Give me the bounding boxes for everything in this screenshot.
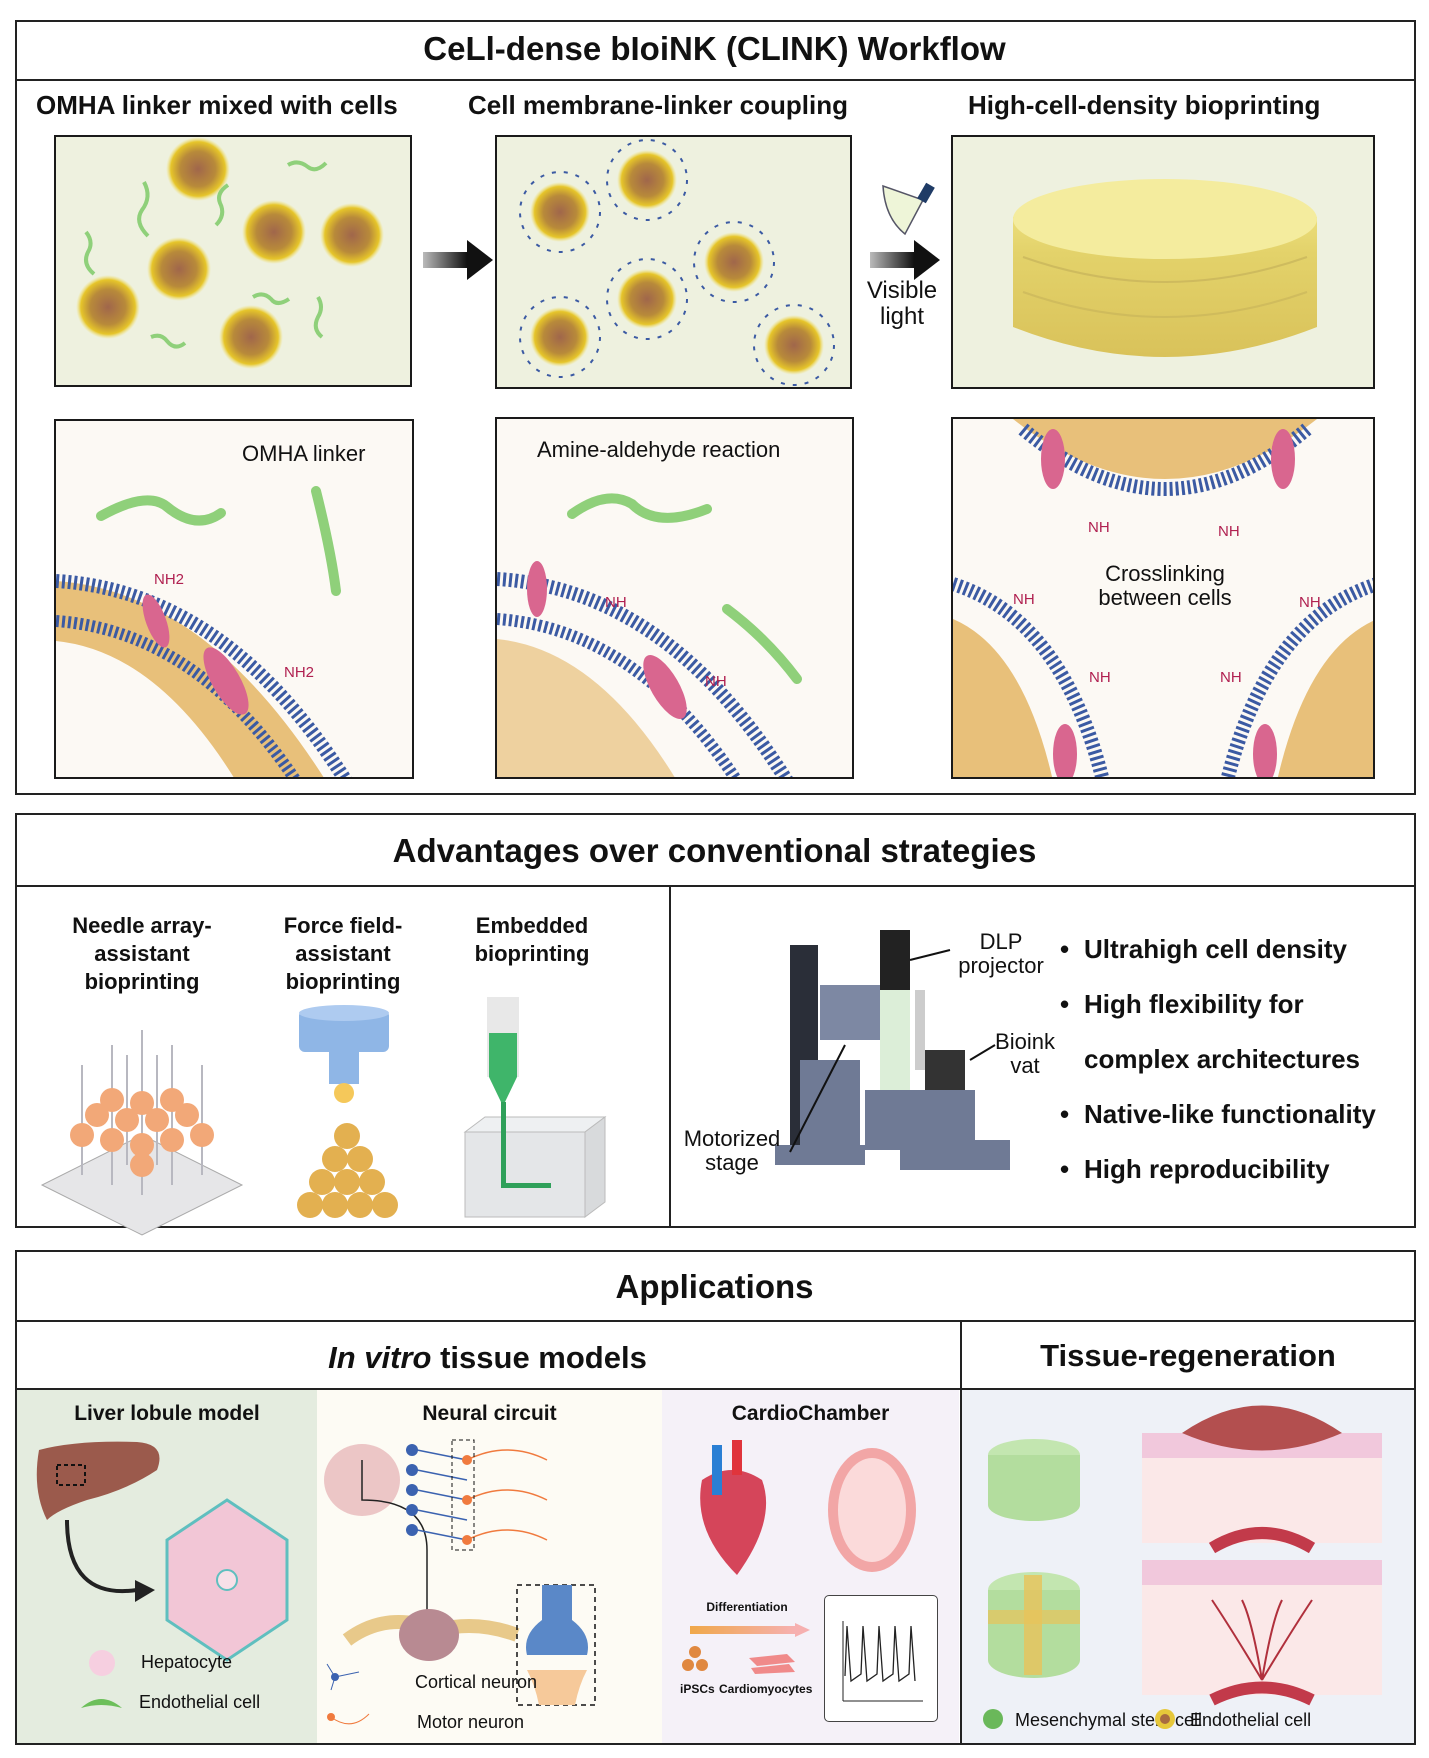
panel-membrane-coupling <box>495 135 852 389</box>
advantage-bullets: •Ultrahigh cell density •High flexibilit… <box>1060 922 1376 1197</box>
dlp-projector-label: DLP projector <box>958 929 1044 978</box>
force-field-illustration <box>297 1005 398 1218</box>
workflow-divider <box>15 79 1416 81</box>
neural-title: Neural circuit <box>422 1402 557 1425</box>
nh-label: NH <box>1299 594 1321 611</box>
hepatocyte-label: Hepatocyte <box>141 1652 233 1672</box>
crosslinking-label: Crosslinking between cells <box>1098 561 1232 610</box>
applications-title: Applications <box>615 1268 814 1305</box>
bullet-item: •High flexibility for <box>1060 989 1304 1019</box>
light-source-icon <box>882 182 935 236</box>
membrane-illustration <box>56 486 352 777</box>
neural-panel: Neural circuit Cortical neuron Motor neu… <box>317 1390 662 1743</box>
bullet-item: •Ultrahigh cell density <box>1060 934 1347 964</box>
nh-label: NH <box>1088 519 1110 536</box>
nh-label: NH <box>1218 523 1240 540</box>
bullet-item: •High reproducibility <box>1060 1154 1330 1184</box>
nh-label: NH <box>1220 669 1242 686</box>
motor-neuron-icon <box>327 1713 370 1725</box>
nh-label: NH <box>705 673 727 690</box>
cortical-neuron-icon <box>326 1663 360 1691</box>
needle-array-label: Needle array- assistant bioprinting <box>72 913 212 994</box>
omha-linker-label: OMHA linker <box>242 441 366 466</box>
ec-legend-label: Endothelial cell <box>1190 1710 1312 1730</box>
cardiomyocyte-icon <box>749 1654 795 1674</box>
needle-array-illustration <box>40 1030 244 1236</box>
beating-trace-chart <box>824 1595 938 1722</box>
linker-group <box>84 160 328 349</box>
embedded-illustration <box>463 997 607 1218</box>
bioink-vat-label: Bioink vat <box>995 1029 1055 1078</box>
applications-divider <box>15 1320 1416 1322</box>
nh-label: NH <box>605 594 627 611</box>
advantages-title: Advantages over conventional strategies <box>392 832 1037 869</box>
endothelial-cell-icon <box>81 1699 122 1708</box>
nh-label: NH <box>1013 591 1035 608</box>
msc-construct-illustration <box>988 1439 1080 1521</box>
differentiation-label: Differentiation <box>706 1600 788 1614</box>
msc-legend-icon <box>983 1709 1003 1729</box>
dlp-printer-illustration <box>775 930 1010 1170</box>
differentiation-arrow-icon <box>690 1623 810 1637</box>
embedded-label: Embedded bioprinting <box>474 913 590 966</box>
visible-light-label: Visible light <box>866 277 938 330</box>
motorized-stage-label: Motorized stage <box>683 1126 781 1175</box>
workflow-title: CeLl-dense bIoiNK (CLINK) Workflow <box>423 30 1006 67</box>
force-field-label: Force field- assistant bioprinting <box>283 913 403 994</box>
liver-illustration <box>36 1441 289 1662</box>
cardiomyocytes-label: Cardiomyocytes <box>719 1682 813 1696</box>
applications-column-divider <box>960 1320 962 1745</box>
cells-with-linkers-illustration <box>76 137 384 369</box>
coupled-cells-illustration <box>519 139 835 386</box>
msc-ec-construct-illustration <box>988 1572 1080 1678</box>
heart-illustration <box>700 1440 767 1575</box>
motor-neuron-label: Motor neuron <box>417 1712 525 1732</box>
leader-lines <box>789 949 996 1153</box>
endothelial-label: Endothelial cell <box>139 1692 261 1712</box>
panel-crosslinking-detail: Crosslinking between cells NH NH NH NH N… <box>951 417 1375 779</box>
nh2-label: NH2 <box>284 664 315 681</box>
crosslinking-illustration <box>953 419 1373 777</box>
bullet-item: •Native-like functionality <box>1060 1099 1376 1129</box>
beat-waveform <box>842 1621 923 1702</box>
advantages-divider <box>15 885 1416 887</box>
cell-group <box>76 137 384 369</box>
neural-illustration <box>324 1439 596 1706</box>
arrow-icon <box>870 240 940 280</box>
step-label-3: High-cell-density bioprinting <box>968 90 1321 120</box>
wound-illustration-2 <box>1142 1560 1382 1706</box>
advantages-column-divider <box>669 885 671 1228</box>
arrow-icon <box>423 240 493 280</box>
ec-legend-icon <box>1155 1709 1175 1729</box>
step-label-2: Cell membrane-linker coupling <box>468 90 848 120</box>
hepatocyte-icon <box>89 1650 115 1676</box>
printed-construct-illustration <box>1013 179 1317 357</box>
ipscs-label: iPSCs <box>680 1682 715 1696</box>
msc-legend-label: Mesenchymal stem cell <box>1015 1710 1203 1730</box>
coupled-cell-group <box>519 139 835 386</box>
regen-panel: Mesenchymal stem cell Endothelial cell <box>962 1390 1414 1743</box>
chamber-ring-illustration <box>828 1448 916 1572</box>
amine-aldehyde-label: Amine-aldehyde reaction <box>537 437 781 462</box>
panel-bioprinted-construct <box>951 135 1375 389</box>
liver-title: Liver lobule model <box>74 1402 260 1425</box>
nh-label: NH <box>1089 669 1111 686</box>
invitro-title: In vitro tissue models <box>328 1340 647 1375</box>
ipsc-cells-icon <box>682 1646 708 1671</box>
wound-illustration-1 <box>1142 1405 1382 1554</box>
cortical-neuron-label: Cortical neuron <box>415 1672 538 1692</box>
bullet-item: complex architectures <box>1084 1044 1361 1074</box>
cardio-title: CardioChamber <box>731 1402 890 1425</box>
applications-subdivider <box>15 1388 1416 1390</box>
nh2-label: NH2 <box>154 571 185 588</box>
advantages-section <box>15 813 1416 1228</box>
step-label-1: OMHA linker mixed with cells <box>36 90 398 120</box>
panel-cells-mixed <box>54 135 412 387</box>
cardio-panel: CardioChamber Differentiation iPSCs Card… <box>662 1390 959 1743</box>
regen-title: Tissue-regeneration <box>1040 1338 1336 1373</box>
panel-omha-linker-detail: OMHA linker NH2 NH2 <box>54 419 414 779</box>
liver-panel: Liver lobule model Hepatocyte Endothelia… <box>17 1390 317 1743</box>
panel-amine-aldehyde-detail: Amine-aldehyde reaction NH NH <box>495 417 854 779</box>
reaction-illustration <box>497 493 802 777</box>
